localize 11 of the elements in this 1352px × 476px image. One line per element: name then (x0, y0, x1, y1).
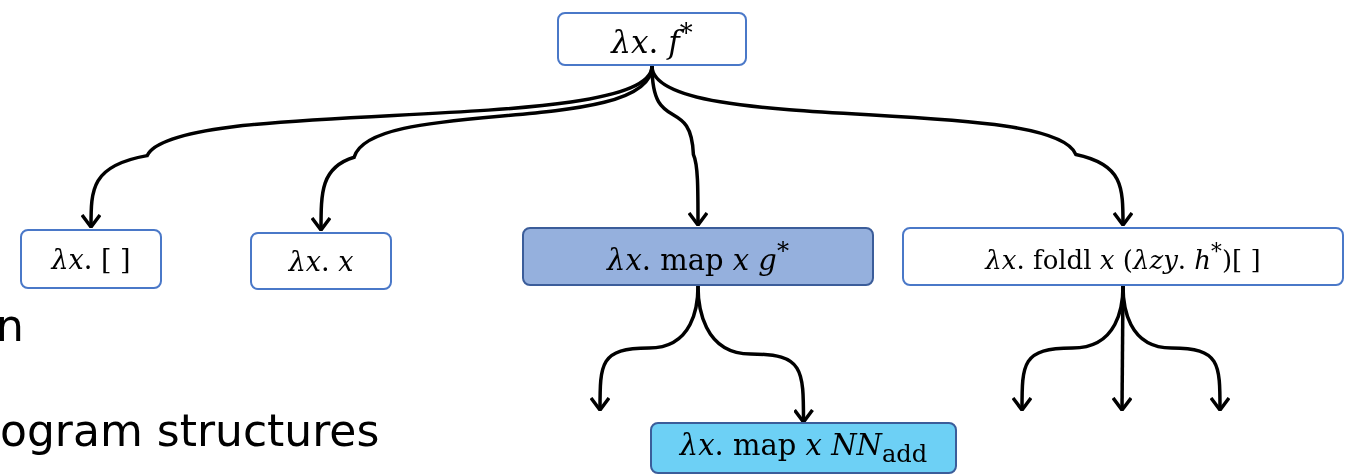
arrow (696, 285, 815, 424)
arrow (1121, 285, 1231, 412)
slide-text: n (0, 300, 24, 351)
arrow (650, 65, 1134, 227)
expression-box: λx. x (250, 232, 392, 290)
expression-box: λx. foldl x (λzy. h$^{*}$)[ ] (902, 227, 1344, 286)
expression-box: λx. [ ] (20, 229, 162, 289)
expression-box: λx. map x NN$_{add}$ (650, 422, 957, 474)
expression-box: λx. f$^{*}$ (557, 12, 747, 66)
slide-text: ogram structures (0, 405, 380, 456)
expression-box: λx. map x g$^{*}$ (522, 227, 874, 286)
